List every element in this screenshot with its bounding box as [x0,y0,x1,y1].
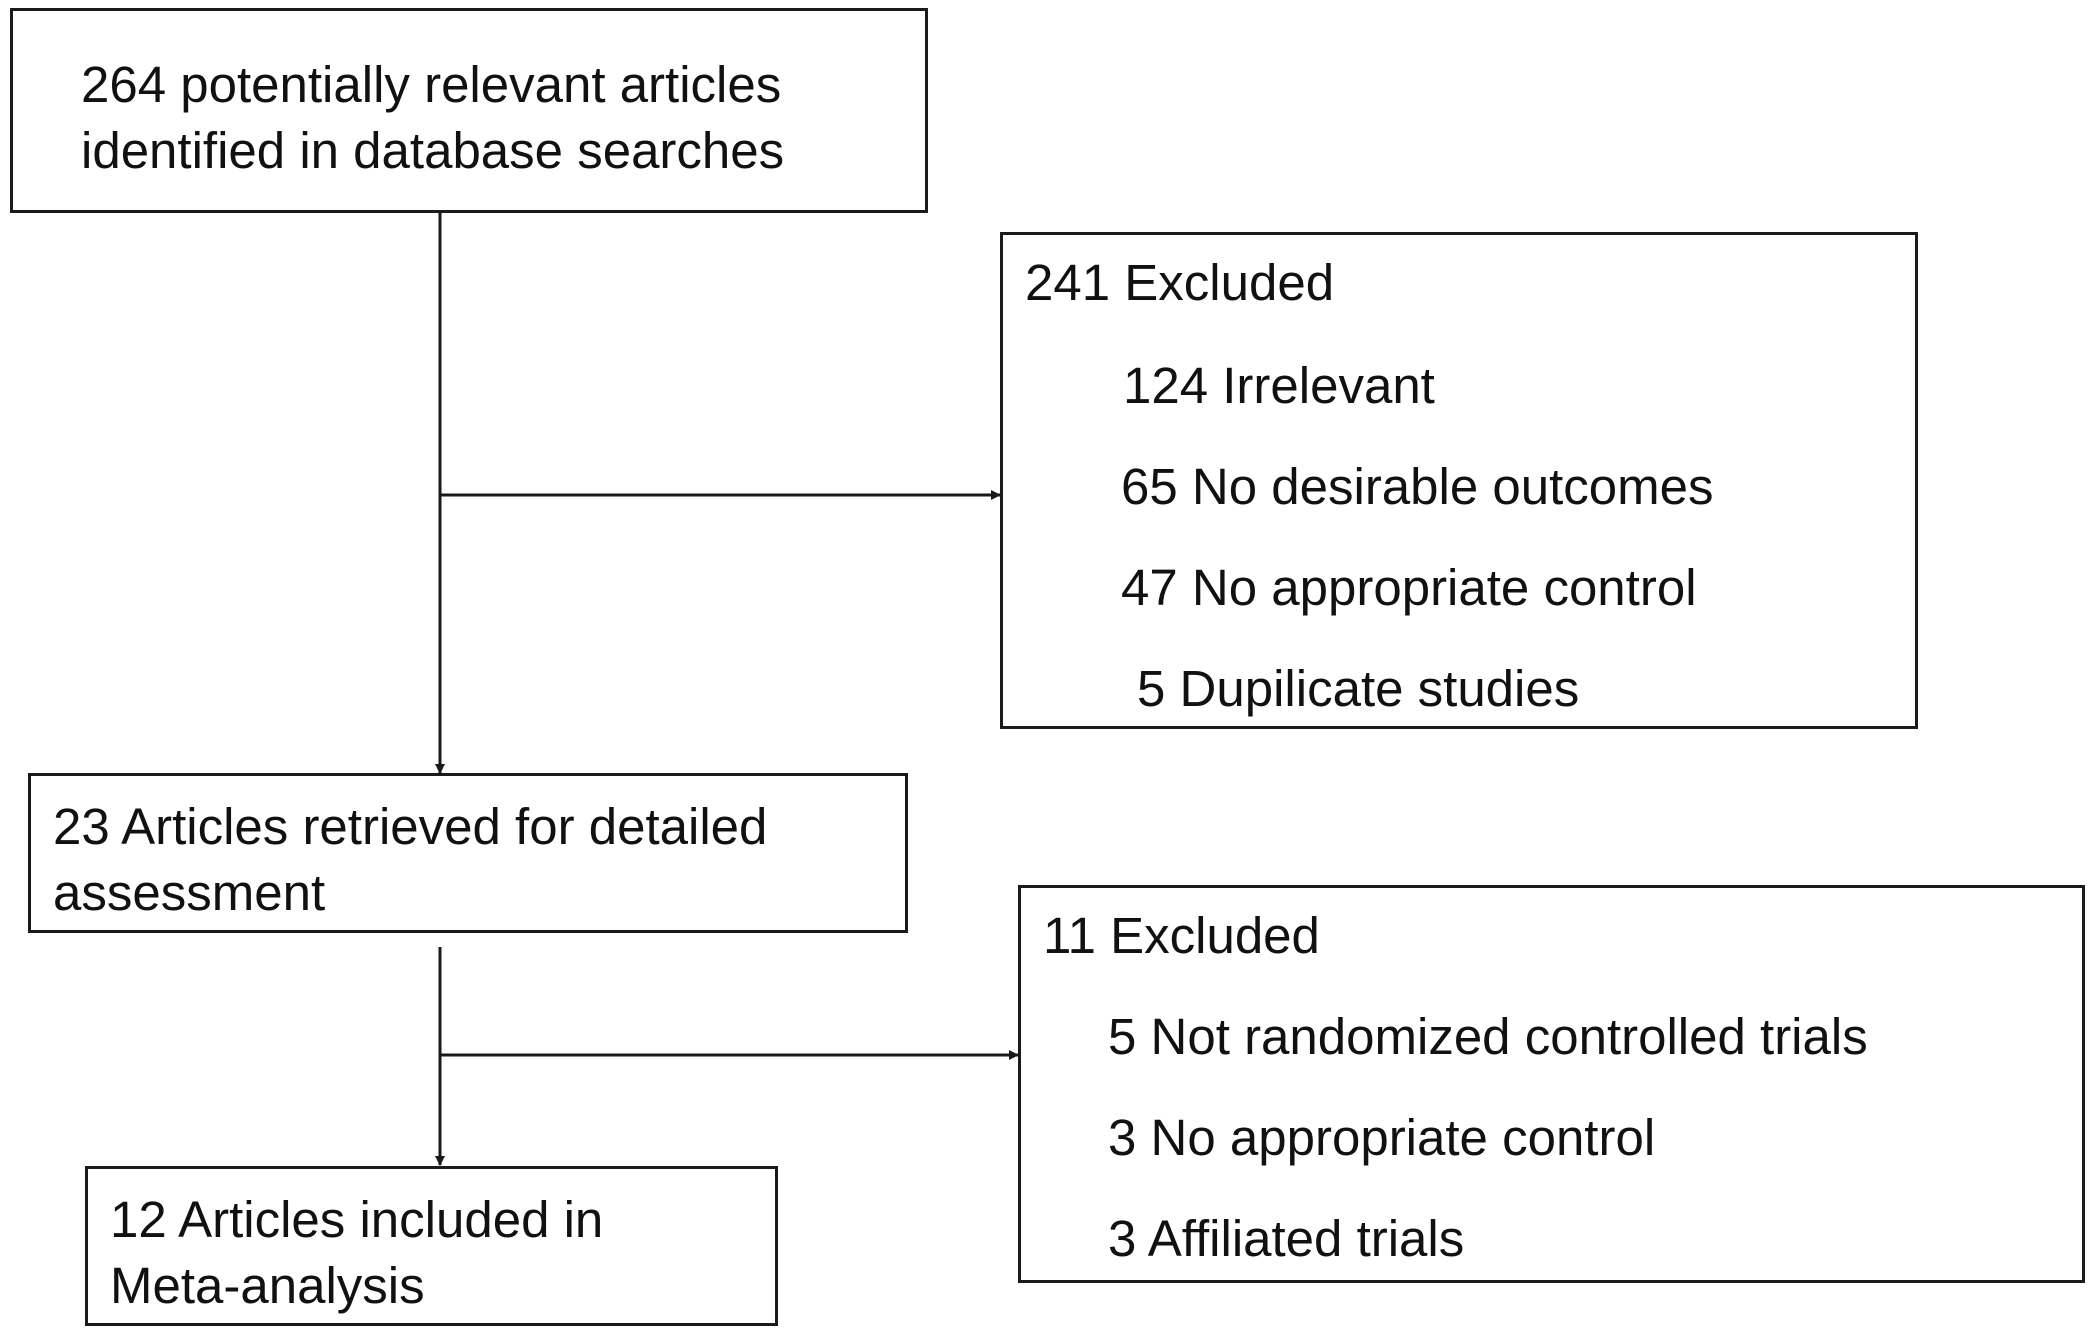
included-line-1: 12 Articles included in [110,1191,604,1248]
retrieved-line-2: assessment [53,864,326,921]
retrieved-articles-box: 23 Articles retrieved for detailed asses… [28,773,908,933]
identified-articles-box: 264 potentially relevant articles identi… [10,8,928,213]
excluded-first-item: 65 No desirable outcomes [1121,458,1714,515]
excluded-second-heading: 11 Excluded [1043,907,1320,964]
excluded-second-box: 11 Excluded 5 Not randomized controlled … [1018,885,2085,1283]
included-line-2: Meta-analysis [110,1257,425,1314]
identified-line-2: identified in database searches [81,122,785,179]
excluded-first-item: 5 Dupilicate studies [1137,660,1580,717]
excluded-second-item: 3 Affiliated trials [1108,1210,1465,1267]
excluded-first-heading: 241 Excluded [1025,254,1335,311]
retrieved-line-1: 23 Articles retrieved for detailed [53,798,768,855]
excluded-first-item: 124 Irrelevant [1123,357,1435,414]
excluded-first-box: 241 Excluded 124 Irrelevant 65 No desira… [1000,232,1918,729]
excluded-first-item: 47 No appropriate control [1121,559,1697,616]
excluded-second-item: 3 No appropriate control [1108,1109,1656,1166]
identified-line-1: 264 potentially relevant articles [81,56,782,113]
included-articles-box: 12 Articles included in Meta-analysis [85,1166,778,1326]
excluded-second-item: 5 Not randomized controlled trials [1108,1008,1868,1065]
